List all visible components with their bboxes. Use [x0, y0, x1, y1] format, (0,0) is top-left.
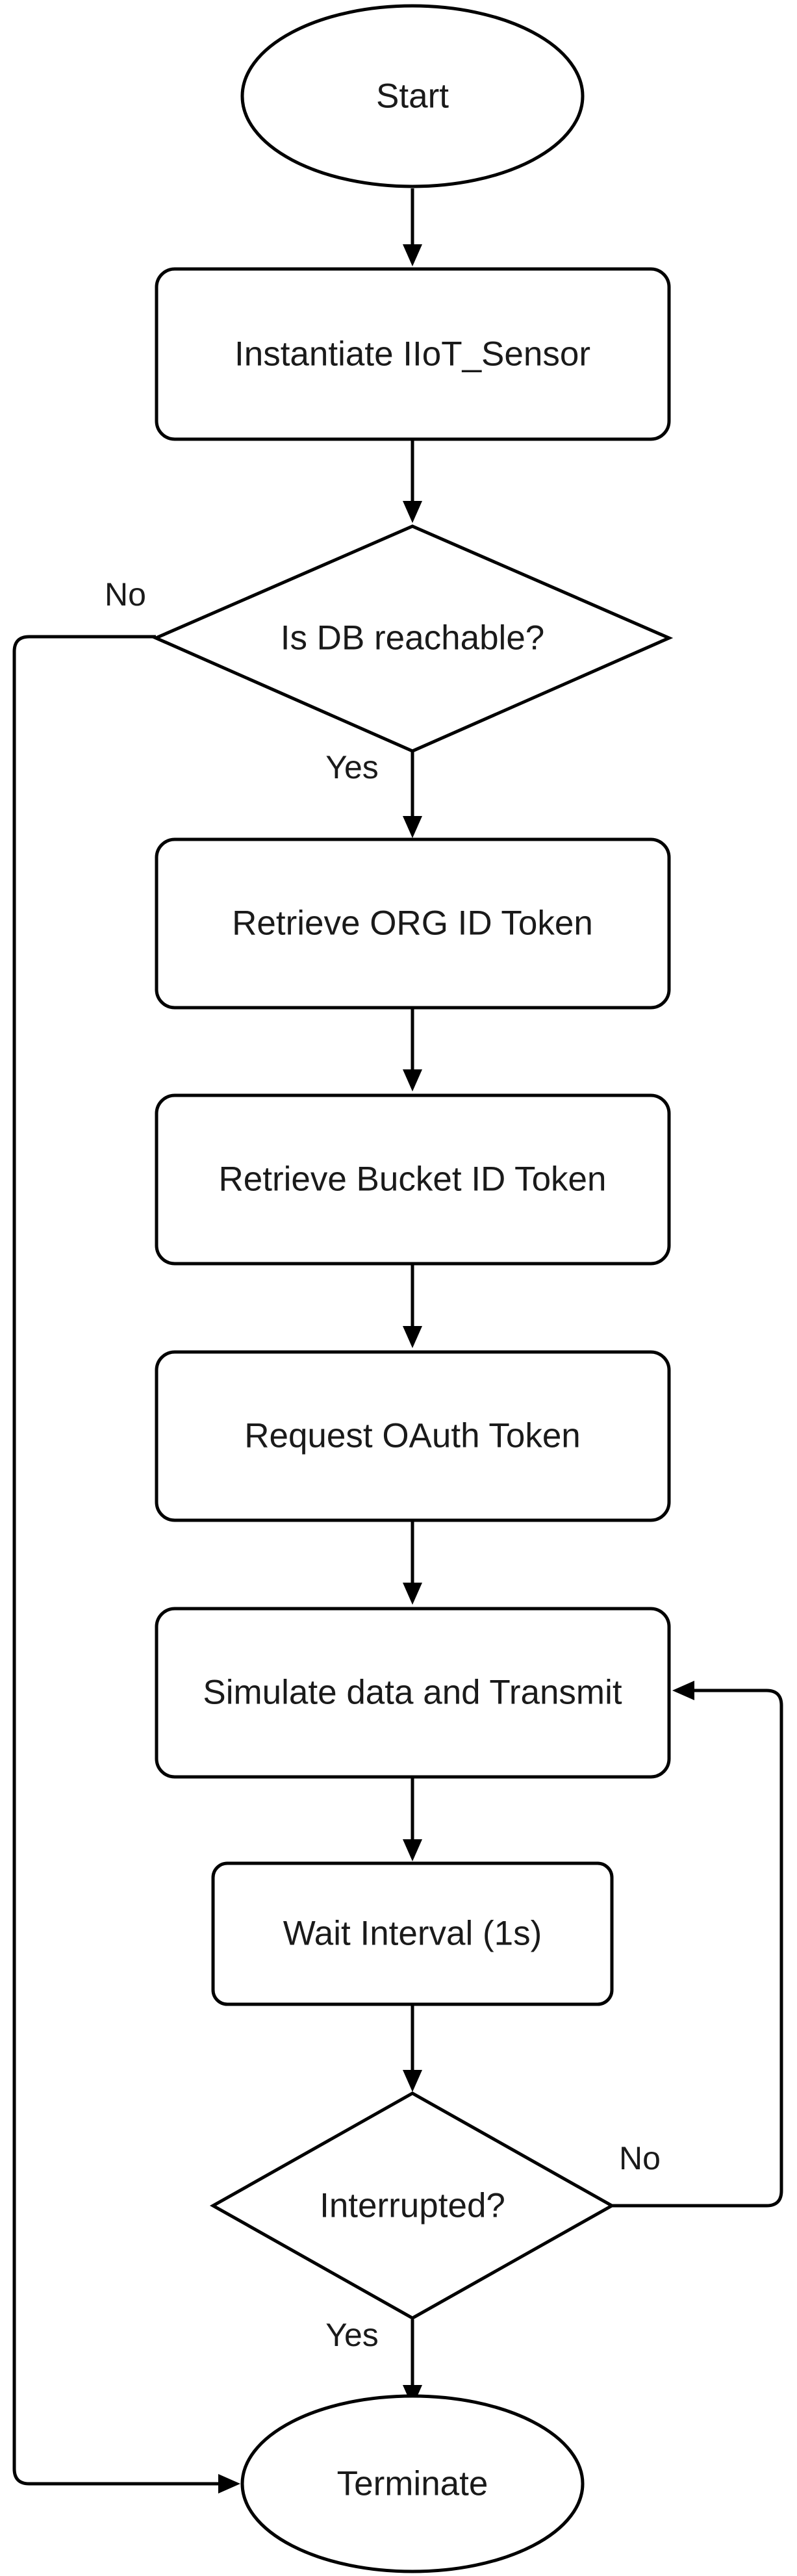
arrowhead-org-token-to-bucket-token — [403, 1069, 422, 1091]
db-check-label: Is DB reachable? — [281, 619, 545, 657]
db-check-no-label: No — [105, 576, 146, 613]
terminate-label: Terminate — [337, 2465, 488, 2503]
interrupted-label: Interrupted? — [320, 2187, 505, 2225]
node-terminate: Terminate — [240, 2394, 585, 2573]
arrowhead-bucket-token-to-oauth-token — [403, 1326, 422, 1348]
wait-label: Wait Interval (1s) — [283, 1915, 542, 1953]
node-instantiate: Instantiate IIoT_Sensor — [155, 267, 671, 441]
interrupted-yes-label: Yes — [325, 2317, 379, 2353]
oauth-token-label: Request OAuth Token — [244, 1417, 581, 1455]
simulate-label: Simulate data and Transmit — [203, 1674, 622, 1712]
instantiate-label: Instantiate IIoT_Sensor — [234, 335, 590, 374]
node-start: Start — [240, 4, 585, 188]
interrupted-no-label: No — [619, 2140, 661, 2176]
node-org-token: Retrieve ORG ID Token — [155, 837, 671, 1010]
bucket-token-process-shape — [155, 1093, 671, 1266]
wait-process-shape — [211, 1861, 614, 2006]
arrowhead-start-to-instantiate — [403, 244, 422, 266]
simulate-process-shape — [155, 1607, 671, 1779]
node-wait: Wait Interval (1s) — [211, 1861, 614, 2006]
node-db-check: Is DB reachable? — [151, 524, 674, 753]
node-interrupted: Interrupted? — [209, 2091, 616, 2320]
db-check-yes-label: Yes — [325, 749, 379, 785]
arrowhead-instantiate-to-db-check — [403, 501, 422, 523]
arrowhead-db-check-to-org-token — [403, 816, 422, 838]
terminate-terminal-shape — [240, 2394, 585, 2573]
start-label: Start — [376, 77, 449, 116]
start-terminal-shape — [240, 4, 585, 188]
db-check-decision-shape — [151, 524, 674, 753]
node-simulate: Simulate data and Transmit — [155, 1607, 671, 1779]
arrowhead-interrupted-to-simulate — [672, 1681, 694, 1700]
node-oauth-token: Request OAuth Token — [155, 1350, 671, 1522]
edge-db-check-to-terminate — [12, 635, 221, 2486]
edge-interrupted-to-simulate — [612, 1689, 783, 2208]
instantiate-process-shape — [155, 267, 671, 441]
arrowhead-db-check-to-terminate — [218, 2474, 240, 2493]
arrowhead-oauth-token-to-simulate — [403, 1583, 422, 1605]
bucket-token-label: Retrieve Bucket ID Token — [218, 1160, 606, 1199]
interrupted-decision-shape — [209, 2091, 616, 2320]
org-token-process-shape — [155, 837, 671, 1010]
node-bucket-token: Retrieve Bucket ID Token — [155, 1093, 671, 1266]
oauth-token-process-shape — [155, 1350, 671, 1522]
edges — [12, 188, 783, 2493]
arrowhead-wait-to-interrupted — [403, 2070, 422, 2092]
org-token-label: Retrieve ORG ID Token — [232, 904, 593, 943]
edge-labels: No Yes No Yes — [105, 576, 661, 2353]
arrowhead-simulate-to-wait — [403, 1839, 422, 1861]
